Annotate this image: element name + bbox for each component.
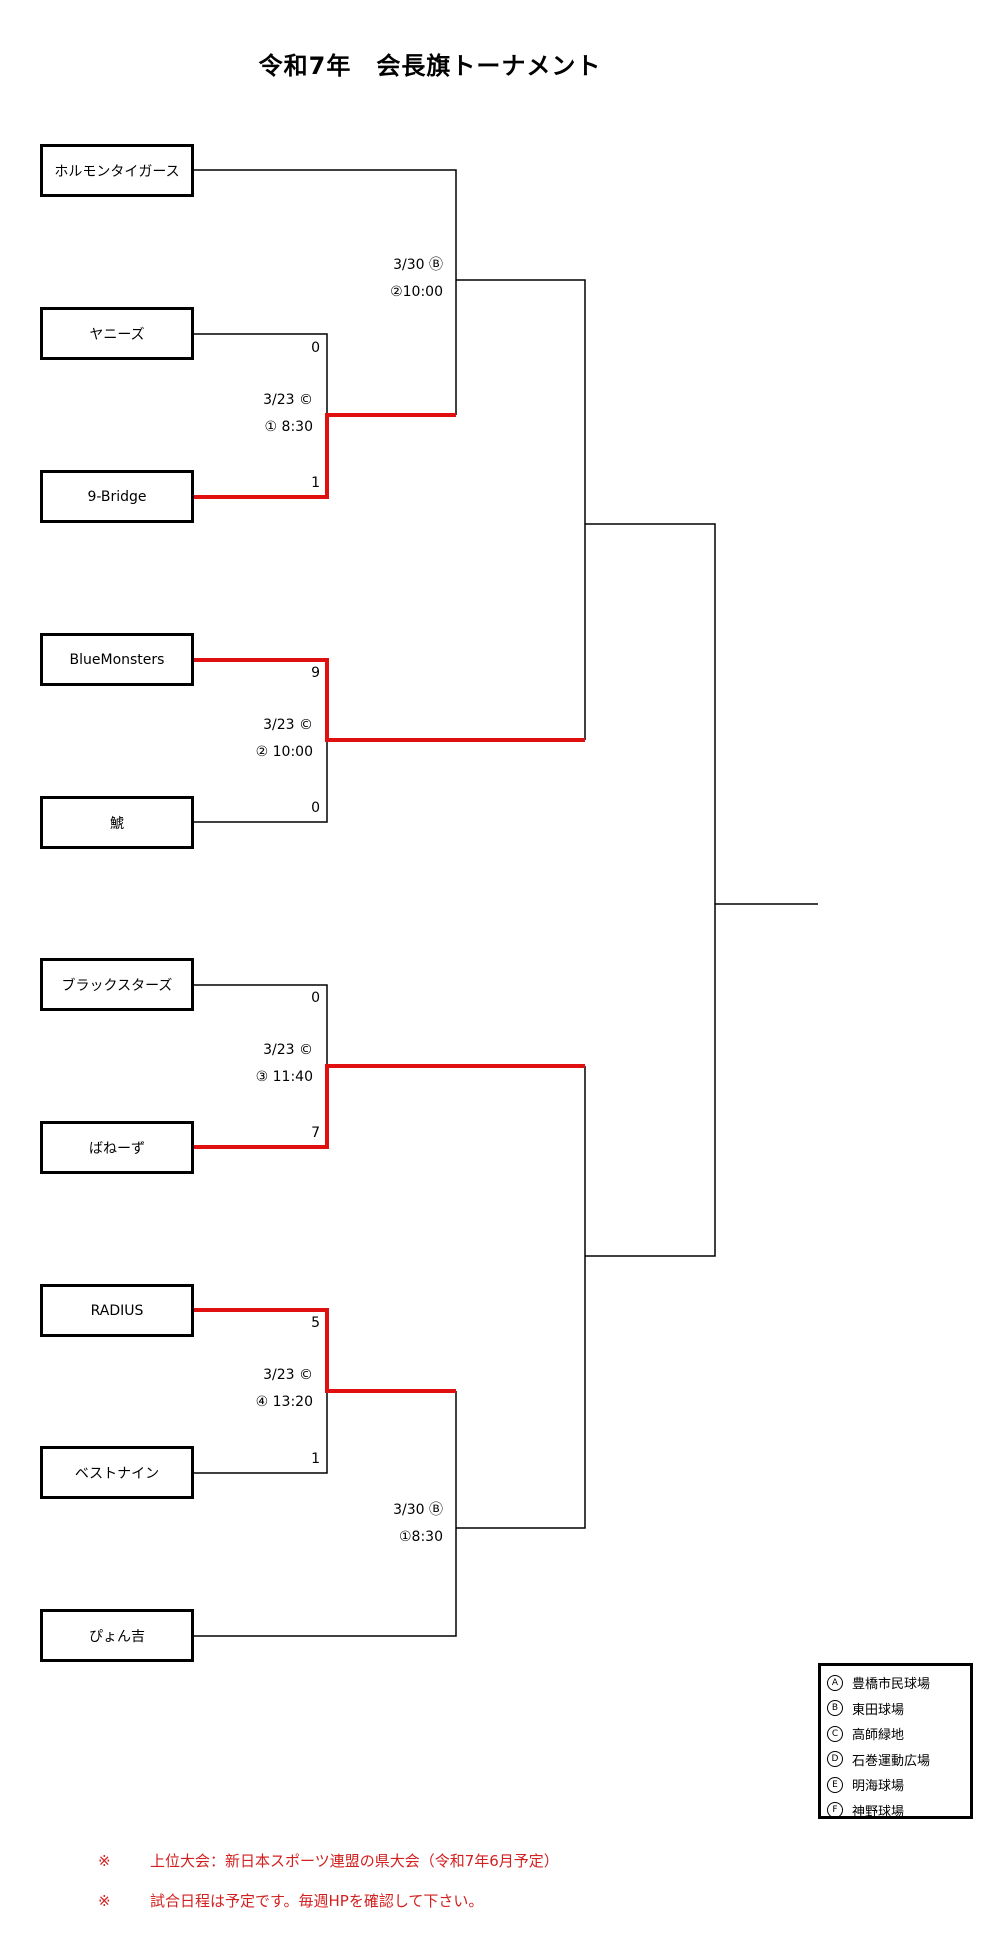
match-date: 3/23 © <box>263 392 313 408</box>
team-box: 鯱 <box>40 796 194 849</box>
note-mark: ※ <box>98 1852 111 1870</box>
team-name: RADIUS <box>90 1302 144 1319</box>
team-box: ぴょん吉 <box>40 1609 194 1662</box>
match-score: 0 <box>311 990 320 1006</box>
team-name: ぴょん吉 <box>89 1628 145 1645</box>
venue-name: 石巻運動広場 <box>852 1753 931 1769</box>
match-score: 1 <box>311 475 320 491</box>
venue-mark: E <box>827 1776 843 1793</box>
venue-mark: A <box>827 1674 843 1691</box>
team-name: ベストナイン <box>74 1465 160 1482</box>
team-box: ベストナイン <box>40 1446 194 1499</box>
note-line: ※ 上位大会：新日本スポーツ連盟の県大会（令和7年6月予定） <box>98 1850 559 1871</box>
match-info: 3/30 Ⓑ ②10:00 <box>313 252 443 306</box>
match-info: 3/23 © ② 10:00 <box>183 712 313 766</box>
match-info: 3/23 © ④ 13:20 <box>183 1362 313 1416</box>
legend-item: C 高師緑地 <box>827 1721 970 1747</box>
match-info: 3/30 Ⓑ ①8:30 <box>313 1497 443 1551</box>
bracket-line <box>194 740 328 823</box>
match-time: ① 8:30 <box>264 419 313 435</box>
bracket-line <box>585 523 716 1257</box>
note-text: 試合日程は予定です。毎週HPを確認して下さい。 <box>150 1892 484 1910</box>
match-date: 3/30 Ⓑ <box>393 1502 443 1518</box>
match-date: 3/30 Ⓑ <box>393 257 443 273</box>
team-name: ブラックスターズ <box>61 977 173 994</box>
match-info: 3/23 © ③ 11:40 <box>183 1037 313 1091</box>
winner-path <box>194 1064 585 1149</box>
team-name: ヤニーズ <box>89 326 145 343</box>
team-name: 9-Bridge <box>87 488 147 505</box>
winner-path <box>194 1308 456 1393</box>
bracket-line <box>194 1391 457 1637</box>
team-box: ブラックスターズ <box>40 958 194 1011</box>
venue-mark: B <box>827 1700 843 1717</box>
venue-mark: F <box>827 1802 843 1819</box>
note-line: ※ 試合日程は予定です。毎週HPを確認して下さい。 <box>98 1890 483 1911</box>
page-title: 令和7年 会長旗トーナメント <box>258 52 602 80</box>
team-box: BlueMonsters <box>40 633 194 686</box>
venue-mark: C <box>827 1725 843 1742</box>
team-name: ホルモンタイガース <box>54 163 180 180</box>
legend-item: E 明海球場 <box>827 1772 970 1798</box>
match-time: ②10:00 <box>390 284 443 300</box>
team-box: ばねーず <box>40 1121 194 1174</box>
venue-name: 明海球場 <box>852 1779 905 1795</box>
match-score: 9 <box>311 665 320 681</box>
legend-item: F 神野球場 <box>827 1798 970 1824</box>
match-score: 1 <box>311 1451 320 1467</box>
venue-name: 東田球場 <box>852 1702 905 1718</box>
match-date: 3/23 © <box>263 1042 313 1058</box>
match-date: 3/23 © <box>263 1367 313 1383</box>
team-box: ヤニーズ <box>40 307 194 360</box>
legend-item: D 石巻運動広場 <box>827 1747 970 1773</box>
venue-mark: D <box>827 1751 843 1768</box>
match-info: 3/23 © ① 8:30 <box>183 387 313 441</box>
winner-path <box>194 413 456 499</box>
match-score: 5 <box>311 1315 320 1331</box>
venue-name: 神野球場 <box>852 1804 905 1820</box>
match-time: ①8:30 <box>399 1529 443 1545</box>
venue-legend: A 豊橋市民球場 B 東田球場 C 高師緑地 D 石巻運動広場 E 明海球場 F 神野球場 <box>818 1663 973 1820</box>
bracket-line <box>194 333 328 415</box>
venue-name: 高師緑地 <box>852 1728 905 1744</box>
legend-item: B 東田球場 <box>827 1696 970 1722</box>
match-score: 0 <box>311 340 320 356</box>
winner-path <box>194 658 585 742</box>
bracket-line <box>194 169 457 415</box>
note-text: 上位大会：新日本スポーツ連盟の県大会（令和7年6月予定） <box>150 1852 559 1870</box>
bracket-line <box>456 279 586 740</box>
match-time: ③ 11:40 <box>255 1069 313 1085</box>
team-box: 9-Bridge <box>40 470 194 523</box>
match-time: ② 10:00 <box>255 744 313 760</box>
match-score: 0 <box>311 800 320 816</box>
team-box: RADIUS <box>40 1284 194 1337</box>
match-score: 7 <box>311 1125 320 1141</box>
legend-item: A 豊橋市民球場 <box>827 1670 970 1696</box>
team-box: ホルモンタイガース <box>40 144 194 197</box>
note-mark: ※ <box>98 1892 111 1910</box>
venue-name: 豊橋市民球場 <box>852 1677 931 1693</box>
match-time: ④ 13:20 <box>255 1394 313 1410</box>
bracket-line <box>194 1391 328 1474</box>
bracket-line <box>194 984 328 1066</box>
bracket-line <box>456 1066 586 1529</box>
team-name: BlueMonsters <box>69 651 165 668</box>
team-name: 鯱 <box>110 815 124 832</box>
match-date: 3/23 © <box>263 717 313 733</box>
team-name: ばねーず <box>89 1140 145 1157</box>
